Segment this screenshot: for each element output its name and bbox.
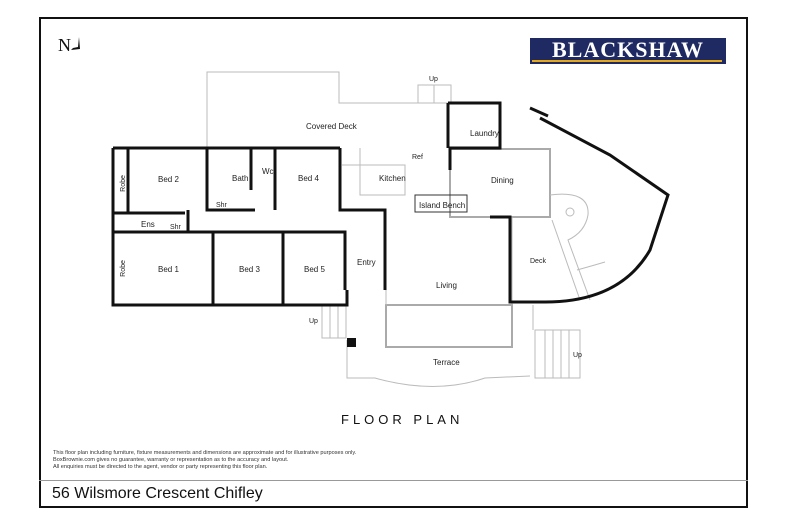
room-label-ensuite: Ens xyxy=(141,220,155,229)
north-compass-icon: N xyxy=(58,35,83,56)
room-label-bed-2: Bed 2 xyxy=(158,175,179,184)
room-label-bed-5: Bed 5 xyxy=(304,265,325,274)
footer-divider xyxy=(39,480,748,481)
room-label-robe-2: Robe xyxy=(119,260,127,277)
room-label-wc: Wc xyxy=(262,167,274,176)
room-label-bed-1: Bed 1 xyxy=(158,265,179,274)
room-label-shower: Shr xyxy=(216,202,227,209)
room-label-ref: Ref xyxy=(412,154,423,161)
stairs-up-label: Up xyxy=(429,76,438,83)
room-label-kitchen: Kitchen xyxy=(379,174,406,183)
stairs-up-right-label: Up xyxy=(573,352,582,359)
logo-accent-bar xyxy=(532,60,722,62)
disclaimer-line: BoxBrownie.com gives no guarantee, warra… xyxy=(53,457,289,463)
room-label-dining: Dining xyxy=(491,176,514,185)
disclaimer: This floor plan including furniture, fix… xyxy=(53,450,356,471)
disclaimer-line: All enquiries must be directed to the ag… xyxy=(53,464,268,470)
logo-text: BLACKSHAW xyxy=(551,37,705,62)
north-label: N xyxy=(58,35,71,55)
disclaimer-line: This floor plan including furniture, fix… xyxy=(53,450,357,456)
page-frame xyxy=(39,17,748,508)
room-label-robe: Robe xyxy=(119,175,127,192)
room-label-bed-4: Bed 4 xyxy=(298,174,319,183)
room-label-ensuite-shower: Shr xyxy=(170,224,181,231)
room-label-terrace: Terrace xyxy=(433,358,460,367)
room-label-deck: Deck xyxy=(530,258,546,265)
blackshaw-logo: BLACKSHAW xyxy=(530,38,726,64)
property-address: 56 Wilsmore Crescent Chifley xyxy=(52,485,263,502)
room-label-living: Living xyxy=(436,281,457,290)
room-label-entry: Entry xyxy=(357,258,376,267)
room-label-bath: Bath xyxy=(232,174,249,183)
room-label-covered-deck: Covered Deck xyxy=(306,122,357,131)
island-bench-label: Island Bench xyxy=(419,201,466,210)
stairs-up-left-label: Up xyxy=(309,318,318,325)
room-label-bed-3: Bed 3 xyxy=(239,265,260,274)
floor-plan-title: FLOOR PLAN xyxy=(341,412,464,427)
room-label-laundry: Laundry xyxy=(470,129,499,138)
